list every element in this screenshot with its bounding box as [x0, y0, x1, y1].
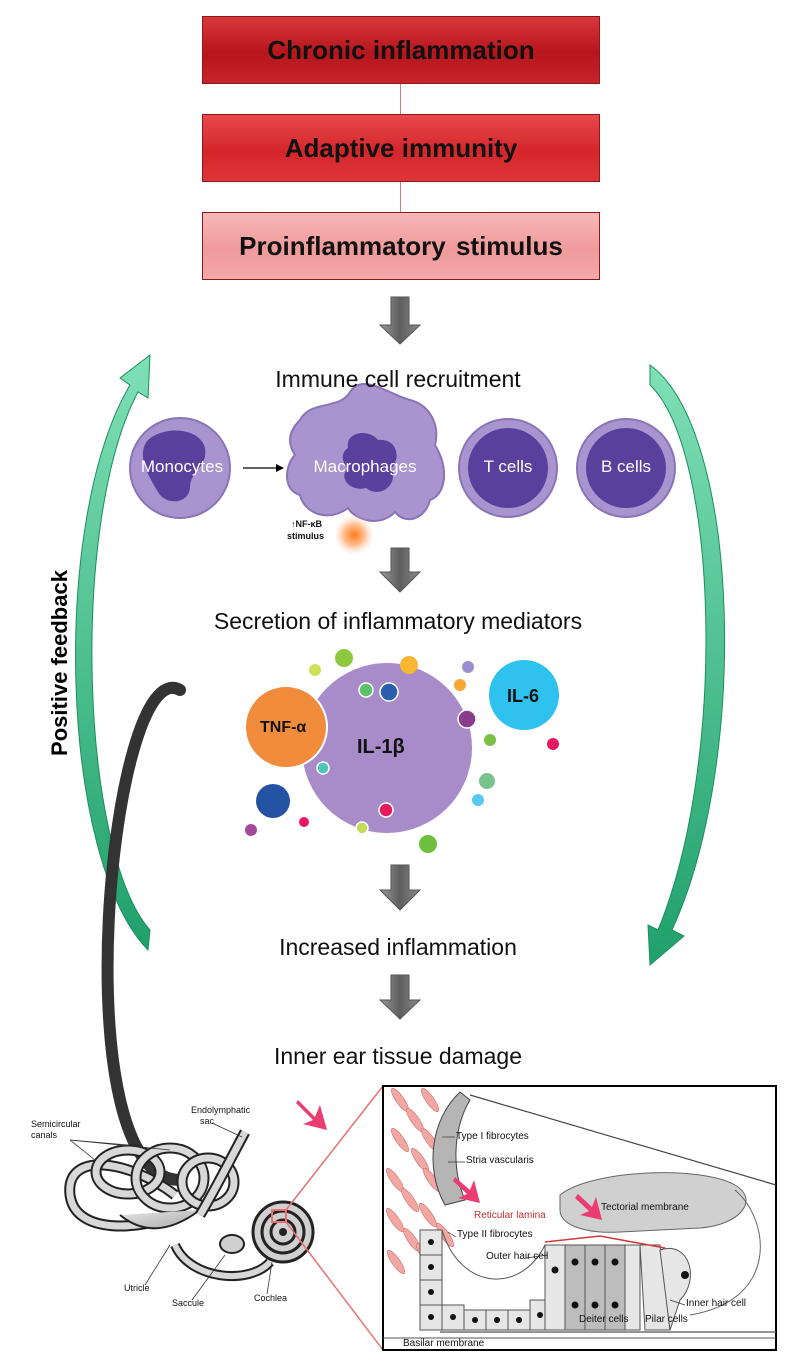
- monocytes-label: Monocytes: [140, 457, 224, 476]
- down-arrow-icon: [378, 547, 422, 593]
- deiter-cells-label: Deiter cells: [579, 1314, 629, 1325]
- tnfa-circle: [244, 685, 328, 769]
- macrophage-cell: [286, 383, 446, 522]
- tissue-damage-heading: Inner ear tissue damage: [273, 1043, 523, 1069]
- connector-line: [400, 84, 401, 114]
- stimulus-label: stimulus: [287, 531, 325, 541]
- type2-fibrocytes-label: Type II fibrocytes: [457, 1229, 533, 1240]
- inner-ear-illustration: [64, 1129, 315, 1282]
- stria-vascularis-label: Stria vascularis: [466, 1155, 534, 1166]
- increased-inflammation-heading: Increased inflammation: [279, 934, 517, 960]
- inner-hair-cell-label: Inner hair cell: [686, 1298, 747, 1309]
- mediator-dots: [245, 649, 559, 853]
- down-arrow-icon: [378, 296, 422, 345]
- ear-leader-lines: [69, 1122, 273, 1301]
- nfkb-label: ↑NF-κB: [291, 519, 323, 529]
- b-cells-label: B cells: [600, 457, 652, 476]
- macrophages-label: Macrophages: [313, 457, 417, 476]
- il1b-label: IL-1β: [357, 736, 405, 758]
- right-arrow-icon: [243, 464, 284, 472]
- reticular-lamina-label: Reticular lamina: [474, 1210, 546, 1221]
- curved-arrow-icon: [647, 364, 726, 967]
- positive-feedback-label: Positive feedback: [47, 570, 72, 756]
- il1b-circle: [302, 663, 472, 833]
- sac-label: sac: [200, 1116, 215, 1126]
- chronic-inflammation-box: Chronic inflammation: [202, 16, 600, 84]
- pilar-cells-label: Pilar cells: [645, 1314, 688, 1325]
- pink-arrow-icon: [575, 1194, 602, 1220]
- down-arrow-icon: [378, 974, 422, 1020]
- pink-arrow-icon: [453, 1177, 480, 1203]
- b-cell: [576, 418, 676, 518]
- tectorial-membrane-label: Tectorial membrane: [601, 1202, 689, 1213]
- adaptive-immunity-label: Adaptive immunity: [284, 132, 518, 163]
- chronic-inflammation-label: Chronic inflammation: [267, 34, 535, 65]
- proinflammatory-stimulus-label: Proinflammatory stimulus: [239, 230, 563, 261]
- proinflammatory-stimulus-box: Proinflammatory stimulus: [202, 212, 600, 280]
- monocyte-cell: [129, 417, 231, 519]
- cochlea-label: Cochlea: [254, 1293, 288, 1303]
- nfkb-glow: [334, 515, 374, 555]
- endolymphatic-label: Endolymphatic: [191, 1105, 251, 1115]
- immune-cell-recruitment-heading: Immune cell recruitment: [275, 366, 521, 392]
- curved-arrow-icon: [75, 353, 151, 952]
- type1-fibrocytes-label: Type I fibrocytes: [456, 1131, 529, 1142]
- connector-line: [400, 182, 401, 212]
- pink-arrow-icon: [296, 1100, 327, 1130]
- cochlea-inset: [382, 1085, 777, 1351]
- t-cell: [458, 418, 558, 518]
- tnfa-label: TNF-α: [260, 719, 307, 736]
- semicircular-label: Semicircular: [31, 1119, 81, 1129]
- secretion-heading: Secretion of inflammatory mediators: [213, 608, 583, 634]
- utricle-label: Utricle: [124, 1283, 150, 1293]
- down-arrow-icon: [378, 864, 422, 911]
- il6-circle: [489, 660, 559, 730]
- outer-hair-cell-label: Outer hair cell: [486, 1251, 549, 1262]
- adaptive-immunity-box: Adaptive immunity: [202, 114, 600, 182]
- saccule-label: Saccule: [172, 1298, 205, 1308]
- t-cells-label: T cells: [483, 457, 533, 476]
- basilar-membrane-label: Basilar membrane: [403, 1338, 485, 1349]
- il6-label: IL-6: [507, 686, 540, 706]
- canals-label: canals: [31, 1130, 58, 1140]
